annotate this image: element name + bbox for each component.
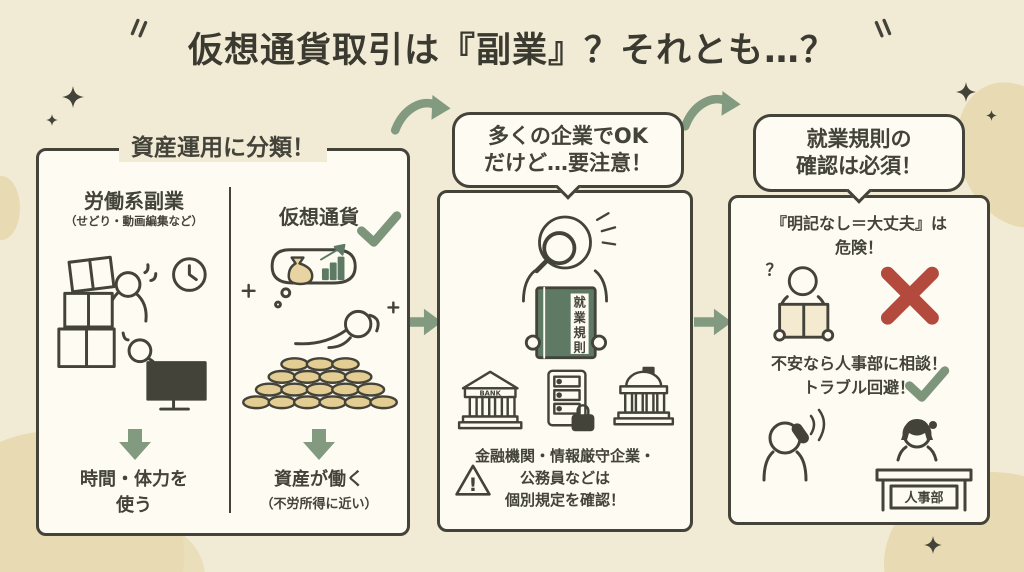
crypto-illustration <box>241 243 400 410</box>
bubble-must-check: 就業規則の 確認は必須！ <box>753 114 965 204</box>
svg-text:則: 則 <box>572 340 585 355</box>
column-divider <box>229 187 231 513</box>
hr-desk: 人事部 <box>875 468 973 512</box>
sparkle-icon <box>46 114 58 126</box>
panel-classification: 資産運用に分類！ 労働系副業 （せどり・動画編集など） <box>36 128 410 536</box>
bubble-many-companies-line1: 多くの企業でOK <box>487 124 649 149</box>
down-arrow-icon <box>303 429 335 460</box>
monitor-icon <box>146 361 207 411</box>
document-icon <box>778 302 830 339</box>
coin-pile-icon <box>242 357 398 410</box>
crypto-title: 仮想通貨 <box>279 205 359 229</box>
page-title: 仮想通貨取引は『副業』？それとも…？ <box>187 31 836 71</box>
bubble-many-companies-line2: だけど…要注意！ <box>484 151 652 175</box>
rulebook-reader-illustration: 就 業 規 則 <box>522 212 617 360</box>
accent-ticks-icon <box>874 18 892 38</box>
sparkle-icon <box>924 536 942 554</box>
cross-icon <box>880 266 939 325</box>
decor-blob-left <box>0 176 20 240</box>
panel-hr-advice: 『明記なし＝大丈夫』は 危険！ ？ 不安なら人事部に相談！ トラブル回避！ <box>728 195 990 525</box>
labor-subtitle: （せどり・動画編集など） <box>65 214 203 228</box>
panel2-note-line2: 公務員などは <box>519 469 610 487</box>
svg-text:人事部: 人事部 <box>904 490 943 506</box>
panel-classification-header: 資産運用に分類！ <box>119 128 327 162</box>
labor-illustration <box>57 255 207 411</box>
svg-text:BANK: BANK <box>479 390 501 398</box>
magnifier-icon <box>534 231 577 274</box>
phone-hr-illustration: 人事部 <box>762 408 973 512</box>
crypto-caption-line1: 資産が働く <box>274 469 364 490</box>
server-icon <box>547 369 595 432</box>
right-arrow-icon <box>694 308 732 336</box>
right-arrow-icon <box>404 308 442 336</box>
labor-caption-line2: 使う <box>116 495 152 516</box>
risk-line2: 危険！ <box>834 238 883 257</box>
warning-icon: ! <box>455 464 491 496</box>
phone-icon <box>791 423 809 444</box>
curved-arrow-icon <box>680 90 741 131</box>
rulebook-icon: 就 業 規 則 <box>535 286 597 360</box>
bubble-many-companies: 多くの企業でOK だけど…要注意！ <box>452 112 684 200</box>
confused-reader-illustration: ？ <box>766 260 939 342</box>
check-icon <box>357 211 402 247</box>
accent-ticks-icon <box>130 18 148 38</box>
advice-line1: 不安なら人事部に相談！ <box>770 354 947 373</box>
bubble-must-check-line2: 確認は必須！ <box>796 154 922 178</box>
bank-icon: BANK <box>457 370 523 430</box>
svg-text:規: 規 <box>573 325 586 340</box>
panel-check-rules: 就 業 規 則 BANK <box>437 190 693 532</box>
crypto-caption-line2: （不労所得に近い） <box>260 497 378 512</box>
sparkle-icon <box>956 82 976 102</box>
labor-title: 労働系副業 <box>84 189 184 213</box>
down-arrow-icon <box>119 429 151 460</box>
organization-icons: BANK <box>457 366 675 432</box>
sparkle-icon <box>986 110 997 121</box>
labor-caption-line1: 時間・体力を <box>80 469 188 490</box>
svg-text:就: 就 <box>573 295 586 310</box>
lock-icon <box>571 404 595 432</box>
svg-text:？: ？ <box>766 260 782 279</box>
hair <box>901 419 933 440</box>
svg-text:業: 業 <box>572 310 586 325</box>
box-stack-icon <box>57 255 116 369</box>
risk-line1: 『明記なし＝大丈夫』は <box>770 214 947 233</box>
panel2-note-line3: 個別規定を確認！ <box>504 491 625 509</box>
svg-text:!: ! <box>469 474 478 496</box>
bubble-must-check-line1: 就業規則の <box>806 127 912 152</box>
sparkle-icon <box>62 86 84 108</box>
panel2-note-line1: 金融機関・情報厳守企業・ <box>474 447 655 465</box>
advice-line2: トラブル回避！ <box>802 378 915 397</box>
curved-arrow-icon <box>390 94 451 135</box>
check-icon <box>905 366 950 402</box>
growth-chart-icon <box>320 243 346 281</box>
clock-icon <box>172 257 207 292</box>
money-bag-icon <box>287 256 314 286</box>
government-icon <box>613 366 675 426</box>
